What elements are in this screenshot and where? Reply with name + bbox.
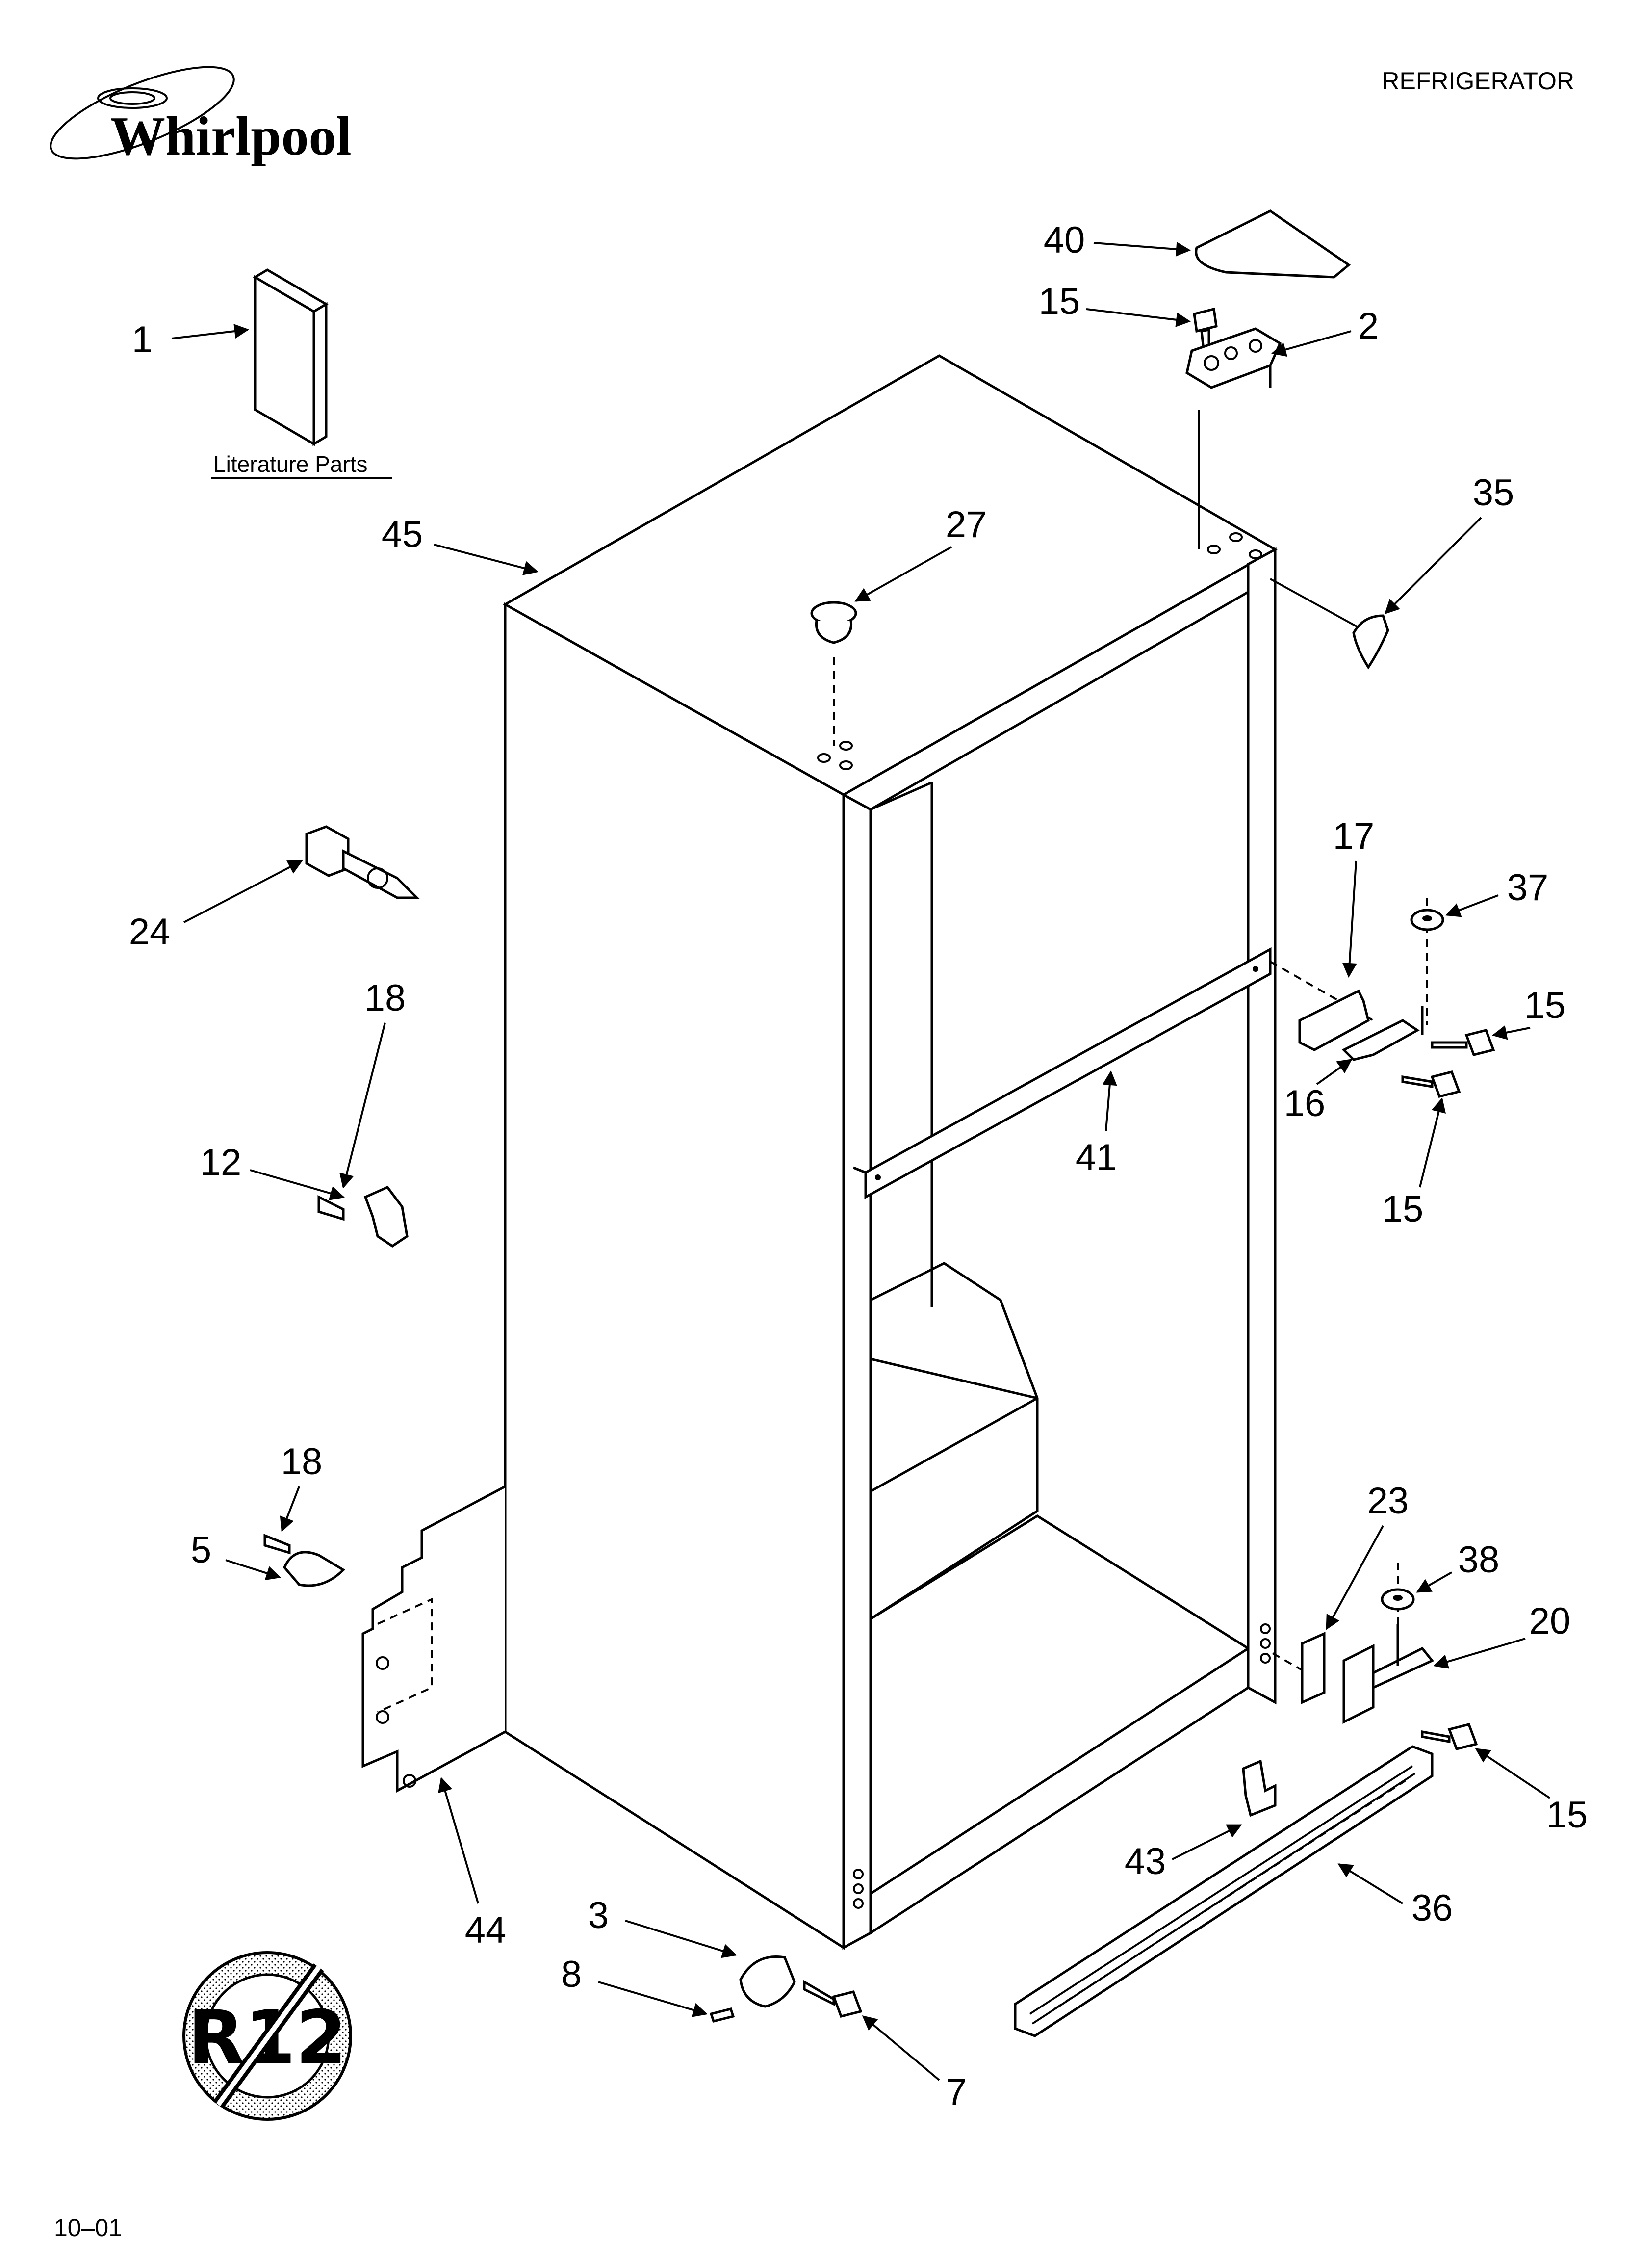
- callout-1: 1: [132, 319, 249, 361]
- svg-text:37: 37: [1507, 867, 1549, 909]
- brand-name: Whirlpool: [110, 106, 352, 167]
- callout-45: 45: [382, 514, 539, 575]
- callout-23: 23: [1326, 1480, 1409, 1630]
- svg-text:40: 40: [1044, 219, 1085, 261]
- svg-text:45: 45: [382, 514, 423, 555]
- svg-text:35: 35: [1473, 472, 1514, 514]
- callout-18-lower: 18: [280, 1441, 323, 1532]
- bolt-icon: [305, 825, 420, 899]
- hinge-cover-icon: [1195, 209, 1351, 279]
- callout-36: 36: [1337, 1863, 1453, 1929]
- svg-text:15: 15: [1039, 281, 1080, 322]
- no-r12-badge: R12: [182, 1951, 352, 2121]
- svg-text:27: 27: [946, 504, 987, 546]
- svg-text:15: 15: [1546, 1794, 1588, 1836]
- screw-icon: [1421, 1723, 1478, 1750]
- whirlpool-logo: Whirlpool: [50, 66, 352, 167]
- callout-43: 43: [1125, 1824, 1242, 1882]
- svg-text:12: 12: [200, 1142, 242, 1183]
- svg-text:15: 15: [1382, 1188, 1424, 1230]
- mullion-bar: [853, 947, 1272, 1199]
- washer-icon: [1410, 909, 1444, 931]
- grille-clip-icon: [1242, 1759, 1277, 1817]
- svg-text:1: 1: [132, 319, 153, 361]
- svg-text:8: 8: [561, 1954, 582, 1995]
- logo-swoosh-icon: [50, 66, 235, 160]
- toe-grille-icon: [1014, 1745, 1434, 2037]
- svg-text:18: 18: [281, 1441, 323, 1483]
- svg-text:20: 20: [1529, 1600, 1571, 1642]
- shim-icon: [1301, 1632, 1326, 1704]
- svg-text:3: 3: [588, 1895, 609, 1936]
- svg-text:18: 18: [364, 977, 406, 1019]
- callout-44: 44: [438, 1777, 507, 1951]
- svg-text:43: 43: [1125, 1841, 1166, 1882]
- revision-date: 10–01: [54, 2214, 122, 2242]
- callout-40: 40: [1044, 219, 1191, 261]
- callout-15-bottom: 15: [1475, 1748, 1588, 1836]
- callout-15-middle: 15: [1382, 1097, 1446, 1230]
- callout-3: 3: [588, 1895, 737, 1958]
- callout-16: 16: [1284, 1059, 1353, 1124]
- callout-12: 12: [200, 1142, 345, 1200]
- svg-text:38: 38: [1458, 1539, 1500, 1581]
- callout-24: 24: [129, 860, 303, 953]
- svg-text:16: 16: [1284, 1083, 1326, 1124]
- refrigerator-cabinet: [502, 354, 1278, 1950]
- callout-18-upper: 18: [339, 977, 406, 1189]
- callout-15-top: 15: [1039, 281, 1191, 327]
- callout-35: 35: [1384, 472, 1514, 615]
- logo-swirl-icon: [97, 87, 168, 109]
- washer-icon: [1381, 1588, 1415, 1611]
- svg-text:5: 5: [191, 1529, 211, 1571]
- middle-hinge-icon: [1341, 1019, 1420, 1061]
- clamp-icon: [283, 1551, 346, 1587]
- screw-icon: [803, 1980, 863, 2018]
- callout-7: 7: [862, 2015, 967, 2113]
- callout-37: 37: [1445, 867, 1549, 917]
- callout-38: 38: [1416, 1539, 1500, 1593]
- callout-27: 27: [854, 504, 987, 602]
- bracket-icon: [363, 1185, 409, 1248]
- section-title: REFRIGERATOR: [1382, 67, 1574, 95]
- svg-text:41: 41: [1076, 1137, 1117, 1178]
- screw-icon: [317, 1195, 345, 1221]
- screw-icon: [263, 1534, 291, 1555]
- svg-text:7: 7: [946, 2071, 967, 2113]
- literature-book-icon: [253, 268, 329, 446]
- bottom-hinge-icon: [1342, 1643, 1375, 1724]
- svg-text:36: 36: [1411, 1887, 1453, 1929]
- hinge-bracket-icon: [1298, 989, 1370, 1051]
- svg-text:17: 17: [1333, 815, 1375, 857]
- pin-icon: [709, 2007, 735, 2023]
- screw-icon: [1401, 1070, 1461, 1098]
- svg-text:24: 24: [129, 911, 171, 953]
- screw-icon: [1431, 1029, 1495, 1056]
- svg-text:23: 23: [1367, 1480, 1409, 1522]
- door-guide-icon: [739, 1955, 796, 2008]
- plug-icon: [810, 601, 857, 644]
- callout-17: 17: [1333, 815, 1375, 978]
- svg-text:15: 15: [1524, 985, 1566, 1026]
- callout-8: 8: [561, 1954, 708, 2017]
- svg-text:2: 2: [1358, 305, 1379, 347]
- literature-parts-label: Literature Parts: [213, 451, 367, 477]
- clip-icon: [1352, 614, 1389, 670]
- callout-20: 20: [1433, 1600, 1571, 1669]
- back-panel: [361, 1485, 506, 1793]
- svg-text:44: 44: [465, 1909, 507, 1951]
- callout-41: 41: [1076, 1070, 1117, 1178]
- callout-2: 2: [1271, 305, 1379, 357]
- callout-5: 5: [191, 1529, 281, 1581]
- callout-15-upper-right: 15: [1492, 985, 1566, 1040]
